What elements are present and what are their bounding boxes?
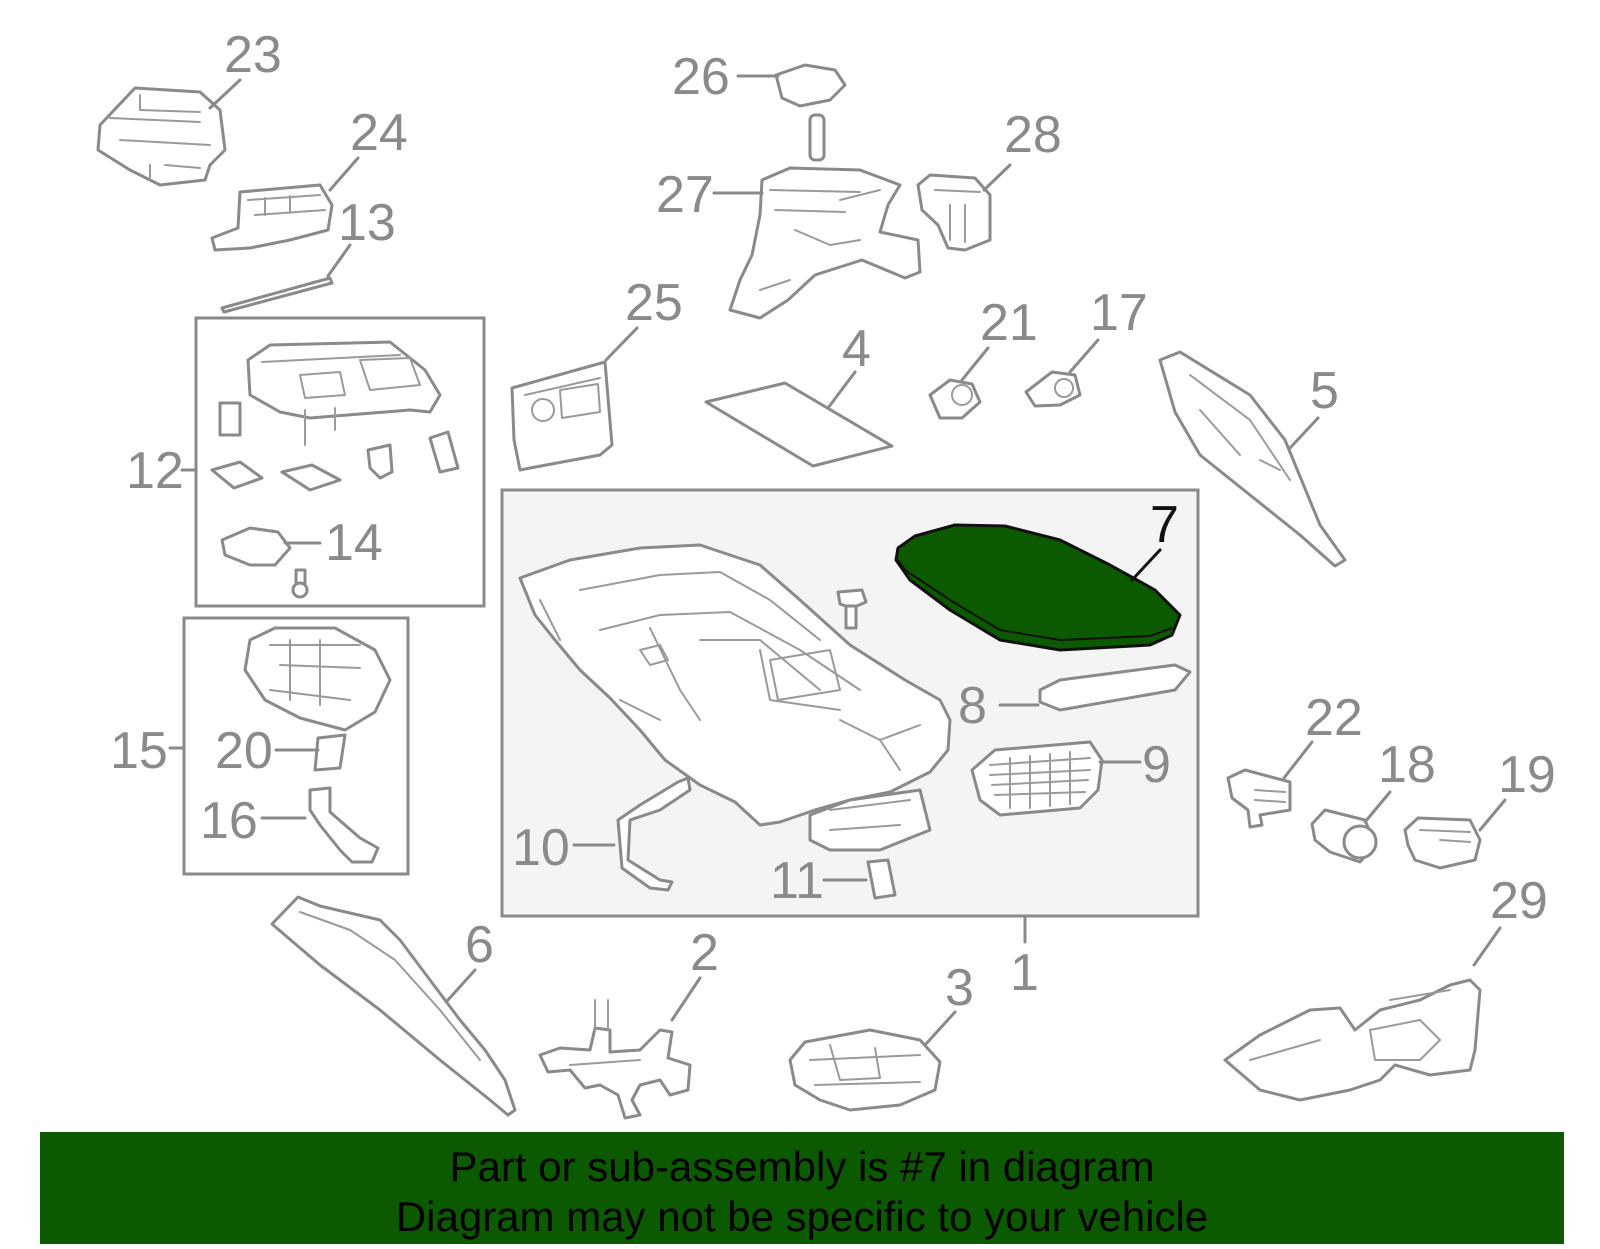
callout-11: 11: [770, 852, 824, 910]
leader-6: [446, 968, 477, 1002]
part-screw: [836, 588, 868, 630]
part-18-socket: [1310, 808, 1378, 864]
leader-5: [1288, 416, 1320, 450]
part-14-cap: [220, 526, 309, 599]
notice-banner-text: Part or sub-assembly is #7 in diagram Di…: [40, 1142, 1564, 1242]
leader-17: [1068, 338, 1100, 374]
part-15-cupholder: [243, 626, 392, 732]
leader-3: [923, 1010, 957, 1047]
callout-5: 5: [1310, 362, 1339, 420]
callout-6: 6: [465, 916, 494, 974]
leader-25: [604, 326, 639, 362]
group-box-15: [182, 616, 410, 876]
leader-21: [960, 346, 990, 382]
part-24-switch-bracket: [210, 183, 334, 252]
part-7-armrest-lid: [894, 523, 1182, 652]
callout-29: 29: [1490, 872, 1548, 930]
part-17-socket: [1024, 370, 1082, 408]
callout-3: 3: [945, 959, 974, 1017]
callout-21: 21: [980, 294, 1038, 352]
notice-line-2: Diagram may not be specific to your vehi…: [395, 1193, 1209, 1240]
part-8-trim-strip: [1038, 663, 1192, 712]
part-23-module: [96, 86, 227, 187]
leader-24: [328, 156, 360, 192]
callout-9: 9: [1142, 736, 1171, 794]
part-21-bulb: [928, 378, 982, 420]
group-box-12: [194, 316, 486, 608]
part-22-connector: [1226, 768, 1292, 829]
callout-20: 20: [215, 722, 273, 780]
part-16-harness: [308, 786, 380, 864]
callout-1: 1: [1010, 944, 1039, 1002]
callout-28: 28: [1004, 106, 1062, 164]
callout-27: 27: [656, 166, 714, 224]
callout-17: 17: [1090, 284, 1148, 342]
callout-18: 18: [1378, 736, 1436, 794]
callout-19: 19: [1498, 746, 1556, 804]
leader-4: [826, 370, 857, 410]
part-19-switch: [1403, 816, 1482, 870]
callout-23: 23: [224, 26, 282, 84]
leader-23: [208, 78, 242, 110]
callout-7: 7: [1150, 496, 1179, 554]
part-10-cable: [616, 776, 692, 892]
leader-2: [670, 976, 702, 1022]
leader-22: [1282, 740, 1314, 780]
leader-7: [1130, 548, 1162, 582]
callout-14: 14: [325, 514, 383, 572]
part-4-mat: [704, 381, 894, 468]
part-9-vent: [970, 740, 1104, 817]
part-2-bracket: [538, 999, 692, 1120]
part-28-switch: [916, 173, 992, 252]
part-27-shifter: [728, 113, 922, 320]
part-12-console-panel: [210, 340, 460, 492]
console-base: [518, 543, 952, 852]
part-3-tray: [788, 1028, 942, 1112]
callout-25: 25: [625, 274, 683, 332]
part-20-socket: [313, 733, 347, 772]
part-6-side-panel: [270, 895, 517, 1117]
callout-26: 26: [672, 48, 730, 106]
part-11-pad: [866, 858, 897, 900]
leader-28: [982, 163, 1012, 192]
part-25-trim-panel: [510, 360, 614, 472]
notice-banner: Part or sub-assembly is #7 in diagram Di…: [40, 1132, 1564, 1244]
leader-18: [1363, 790, 1392, 824]
callout-15: 15: [110, 722, 168, 780]
callout-13: 13: [338, 194, 396, 252]
callout-4: 4: [842, 320, 871, 378]
callout-2: 2: [690, 924, 719, 982]
callout-22: 22: [1305, 689, 1363, 747]
notice-line-1: Part or sub-assembly is #7 in diagram: [449, 1143, 1155, 1190]
callout-8: 8: [958, 677, 987, 735]
leader-29: [1472, 926, 1502, 967]
callout-10: 10: [512, 819, 570, 877]
part-26-shift-knob: [774, 63, 847, 108]
part-13-strip: [220, 276, 334, 314]
part-5-side-trim: [1158, 350, 1347, 568]
leader-19: [1478, 798, 1507, 832]
callout-24: 24: [350, 104, 408, 162]
leader-13: [326, 243, 352, 278]
callout-12: 12: [126, 442, 184, 500]
part-29-lower-trim: [1223, 978, 1482, 1102]
callout-16: 16: [200, 792, 258, 850]
